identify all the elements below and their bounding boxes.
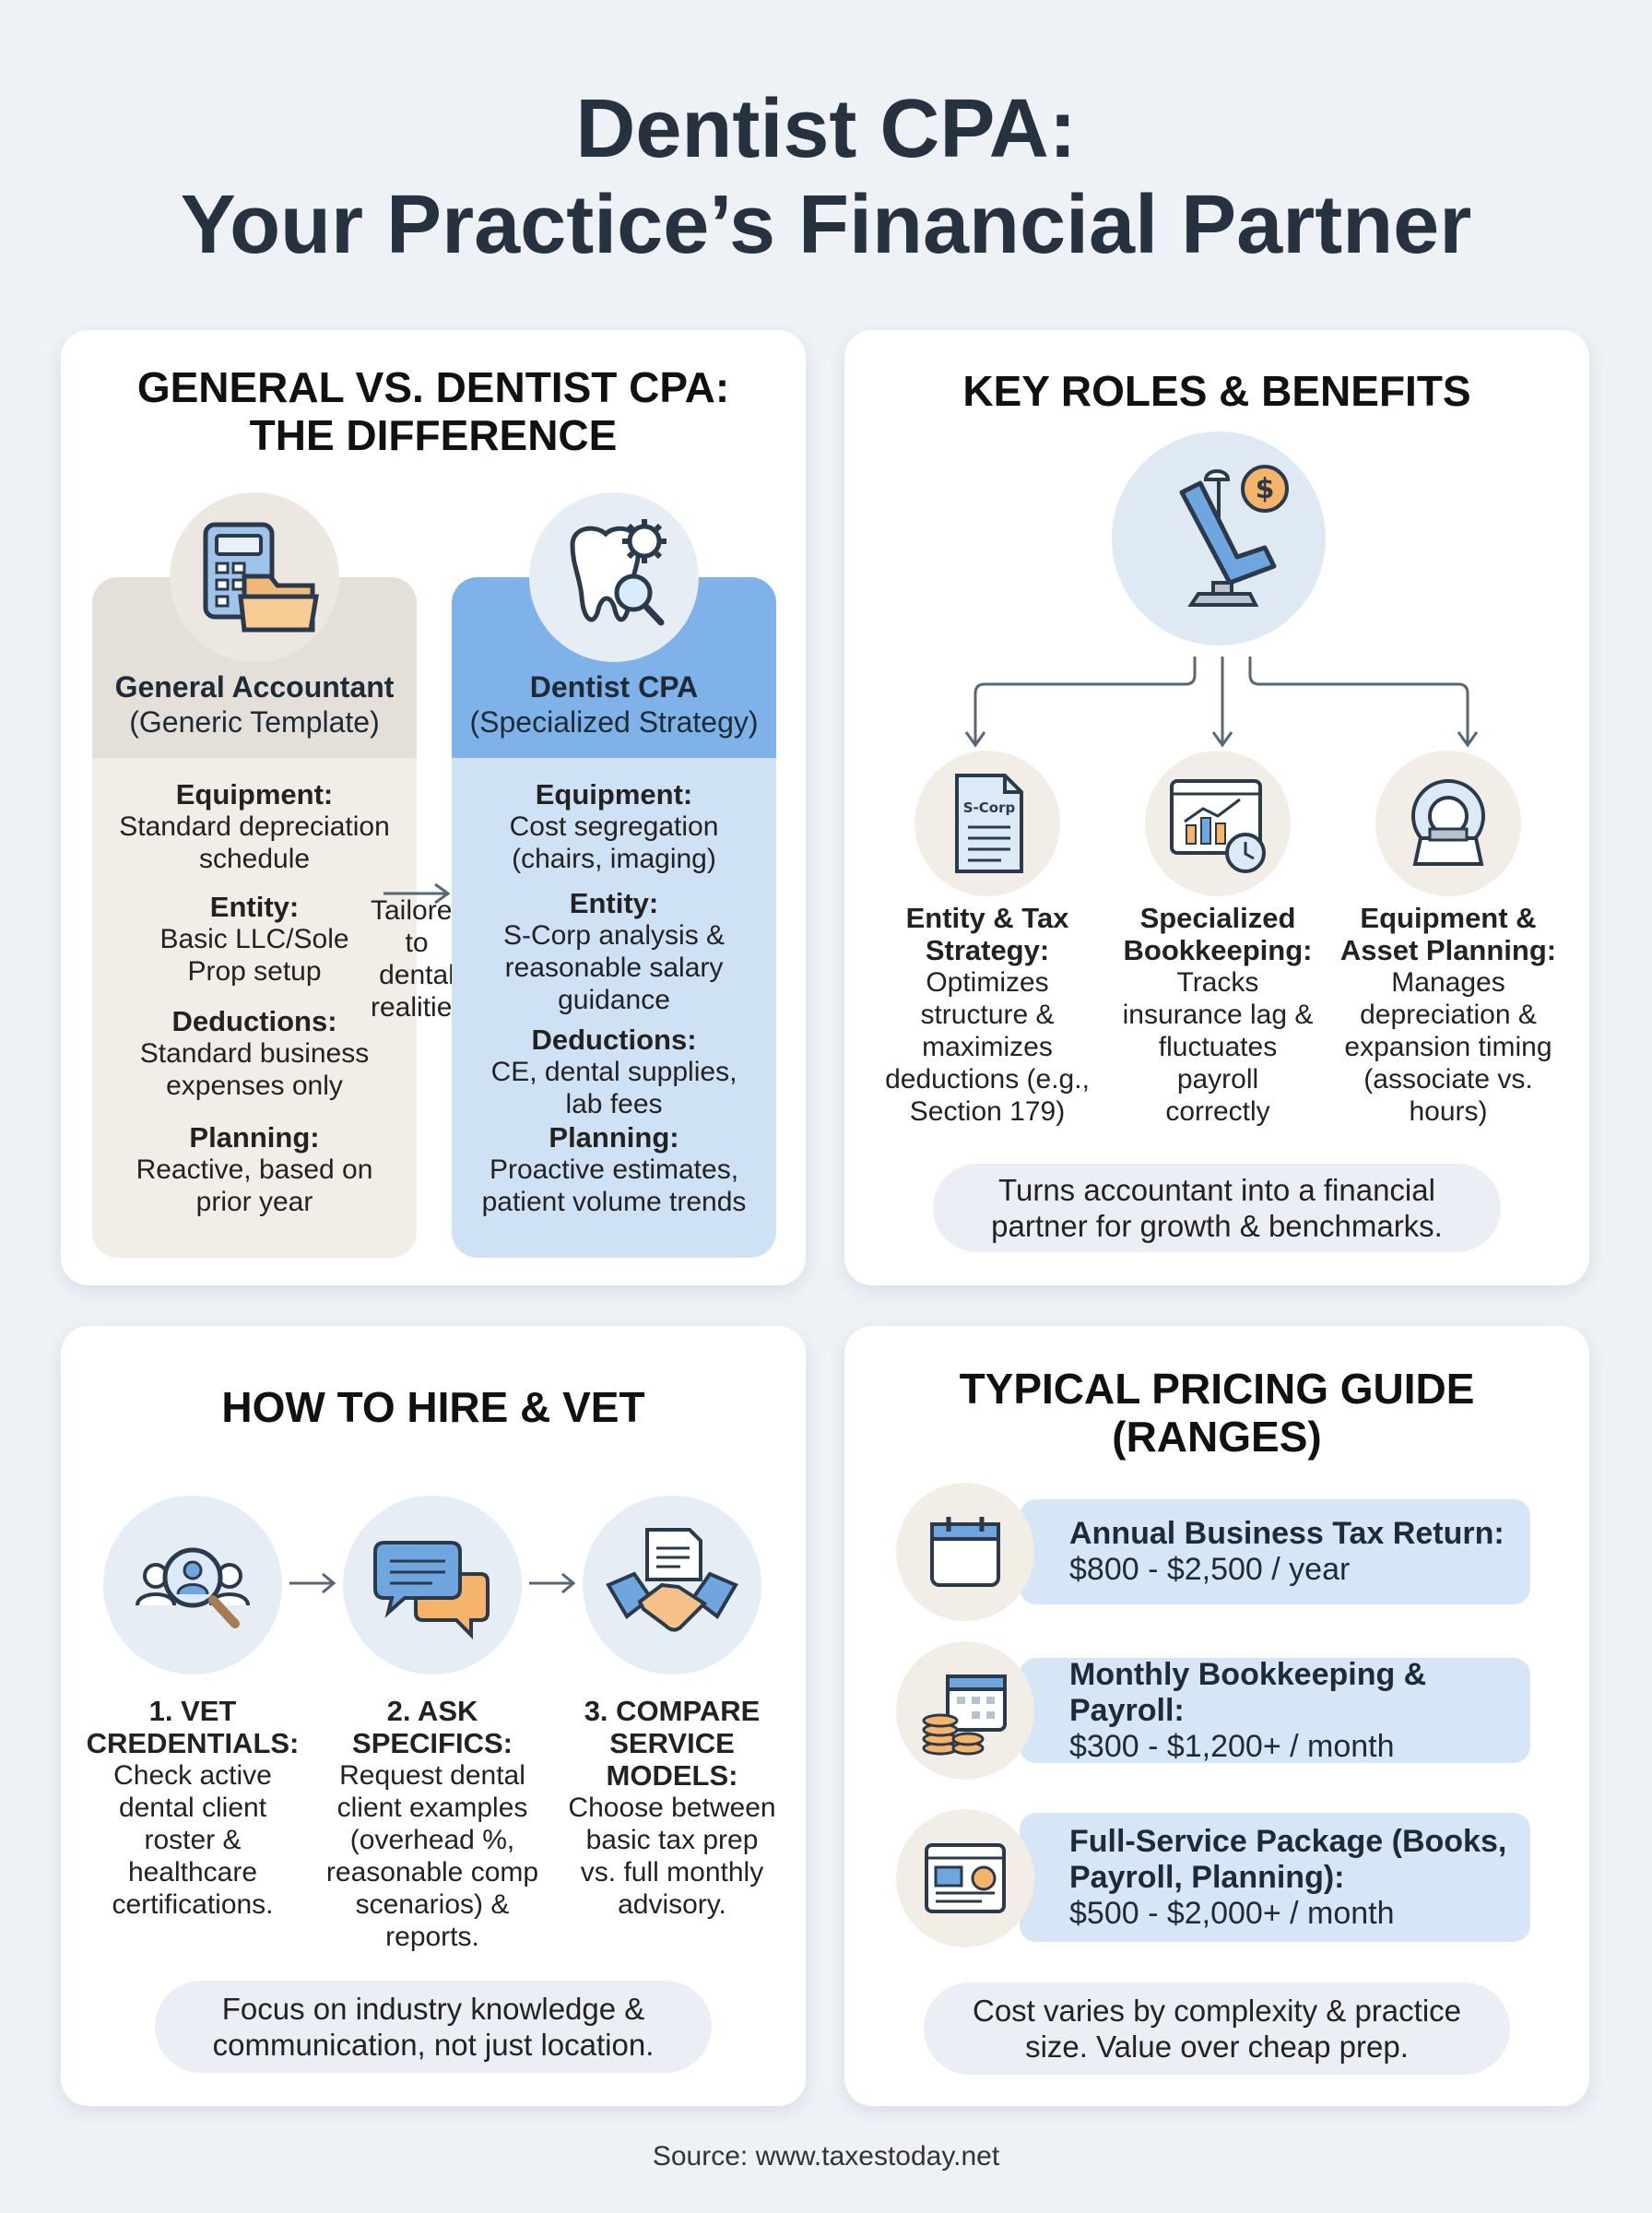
chat-bubbles-icon bbox=[343, 1496, 522, 1675]
calendar-icon bbox=[896, 1483, 1034, 1621]
step-vet-credentials: 1. VET CREDENTIALS: Check active dental … bbox=[86, 1695, 300, 1920]
hire-summary: Focus on industry knowledge & communicat… bbox=[155, 1981, 712, 2073]
benefit-entity-tax: Entity & Tax Strategy: Optimizes structu… bbox=[885, 902, 1090, 1127]
pricing-summary: Cost varies by complexity & practice siz… bbox=[924, 1982, 1510, 2075]
roles-summary: Turns accountant into a financial partne… bbox=[933, 1164, 1501, 1252]
scorp-document-icon: S-Corp bbox=[914, 751, 1060, 896]
page-title: Dentist CPA: Your Practice’s Financial P… bbox=[0, 81, 1652, 273]
bookkeeping-chart-icon bbox=[1145, 751, 1291, 896]
general-accountant-column: General Accountant (Generic Template) Eq… bbox=[92, 577, 417, 1258]
svg-text:$: $ bbox=[1256, 473, 1275, 505]
title-line-1: Dentist CPA: bbox=[575, 83, 1077, 175]
comparison-card: GENERAL VS. DENTIST CPA: THE DIFFERENCE … bbox=[61, 330, 806, 1285]
key-roles-title: KEY ROLES & BENEFITS bbox=[962, 367, 1471, 415]
tailored-label: Tailored to dental realities bbox=[371, 895, 468, 1023]
price-item-full-service: Full-Service Package (Books, Payroll, Pl… bbox=[1020, 1813, 1530, 1942]
pricing-title: TYPICAL PRICING GUIDE (RANGES) bbox=[959, 1365, 1475, 1461]
price-item-annual-tax: Annual Business Tax Return: $800 - $2,50… bbox=[1020, 1499, 1530, 1604]
handshake-icon bbox=[583, 1496, 761, 1675]
calculator-folder-icon bbox=[170, 492, 339, 662]
branch-arrows bbox=[964, 657, 1479, 748]
dental-chair-icon: $ bbox=[1112, 432, 1326, 645]
dentist-item-entity: Entity: S-Corp analysis & reasonable sal… bbox=[502, 887, 726, 1015]
imaging-machine-icon bbox=[1375, 751, 1521, 896]
step-compare-models: 3. COMPARE SERVICE MODELS: Choose betwee… bbox=[568, 1695, 776, 1920]
tooth-gear-icon bbox=[529, 492, 699, 662]
general-item-equipment: Equipment: Standard depreciation schedul… bbox=[119, 778, 390, 874]
arrow-right-icon bbox=[529, 1572, 576, 1594]
arrow-right-icon bbox=[384, 882, 451, 905]
how-to-hire-title: HOW TO HIRE & VET bbox=[221, 1383, 645, 1431]
source-credit: Source: www.taxestoday.net bbox=[652, 2141, 1000, 2172]
vet-credentials-icon bbox=[103, 1496, 282, 1675]
general-item-planning: Planning: Reactive, based on prior year bbox=[136, 1121, 373, 1217]
title-line-2: Your Practice’s Financial Partner bbox=[180, 179, 1472, 271]
comparison-title: GENERAL VS. DENTIST CPA: THE DIFFERENCE bbox=[136, 363, 730, 459]
dentist-cpa-name: Dentist CPA bbox=[529, 670, 699, 704]
general-item-entity: Entity: Basic LLC/Sole Prop setup bbox=[159, 891, 349, 987]
benefit-equipment: Equipment & Asset Planning: Manages depr… bbox=[1339, 902, 1557, 1127]
general-item-deductions: Deductions: Standard business expenses o… bbox=[139, 1005, 370, 1101]
svg-text:S-Corp: S-Corp bbox=[963, 799, 1016, 816]
dashboard-report-icon bbox=[896, 1809, 1034, 1947]
dentist-cpa-subtitle: (Specialized Strategy) bbox=[469, 705, 759, 739]
step-ask-specifics: 2. ASK SPECIFICS: Request dental client … bbox=[325, 1695, 539, 1952]
dentist-item-deductions: Deductions: CE, dental supplies, lab fee… bbox=[490, 1024, 738, 1119]
general-accountant-name: General Accountant bbox=[114, 670, 395, 704]
dentist-item-equipment: Equipment: Cost segregation (chairs, ima… bbox=[509, 778, 719, 874]
pricing-card: TYPICAL PRICING GUIDE (RANGES) Annual Bu… bbox=[844, 1326, 1589, 2106]
key-roles-card: KEY ROLES & BENEFITS $ S-Corp bbox=[844, 330, 1589, 1285]
price-item-bookkeeping: Monthly Bookkeeping & Payroll: $300 - $1… bbox=[1020, 1657, 1530, 1764]
dentist-cpa-column: Dentist CPA (Specialized Strategy) Equip… bbox=[452, 577, 776, 1258]
how-to-hire-card: HOW TO HIRE & VET bbox=[61, 1326, 806, 2106]
arrow-right-icon bbox=[289, 1572, 336, 1594]
general-accountant-subtitle: (Generic Template) bbox=[129, 705, 380, 739]
coins-calendar-icon bbox=[896, 1641, 1034, 1780]
benefit-bookkeeping: Specialized Bookkeeping: Tracks insuranc… bbox=[1122, 902, 1314, 1127]
dentist-item-planning: Planning: Proactive estimates, patient v… bbox=[481, 1121, 747, 1217]
